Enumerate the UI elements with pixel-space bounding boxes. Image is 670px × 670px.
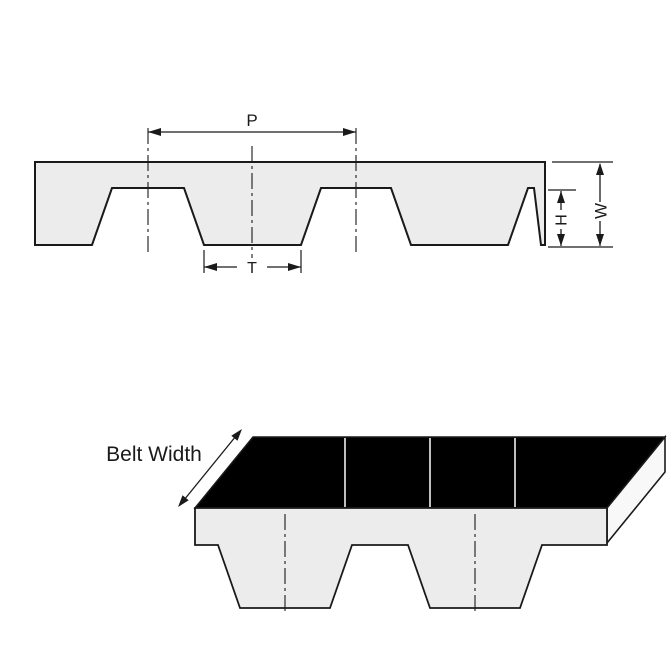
pitch-label: P bbox=[246, 111, 257, 130]
tooth-height-label: H bbox=[554, 214, 571, 226]
belt-front-face bbox=[194, 507, 608, 609]
arrowhead-up-icon bbox=[557, 191, 565, 203]
arrowhead-left-icon bbox=[204, 263, 217, 271]
belt-perspective-view: Belt Width bbox=[106, 429, 667, 614]
belt-width-annotation: Belt Width bbox=[106, 429, 242, 507]
arrowhead-down-icon bbox=[557, 234, 565, 246]
arrowhead-right-icon bbox=[288, 263, 301, 271]
arrowhead-up-icon bbox=[596, 163, 604, 175]
arrowhead-upright-icon bbox=[231, 429, 242, 441]
tooth-width-label: T bbox=[247, 260, 257, 277]
arrowhead-downleft-icon bbox=[178, 495, 189, 507]
dimension-tooth-width: T bbox=[203, 250, 302, 277]
arrowhead-right-icon bbox=[343, 128, 356, 136]
arrowhead-down-icon bbox=[596, 234, 604, 246]
dimension-pitch: P bbox=[148, 111, 356, 136]
belt-profile-shape bbox=[34, 161, 546, 246]
belt-thickness-label: W bbox=[592, 203, 611, 219]
dimension-belt-thickness: W bbox=[548, 161, 613, 248]
belt-width-label: Belt Width bbox=[106, 443, 202, 466]
belt-cross-section: P T H W bbox=[34, 111, 613, 277]
dimension-tooth-height: H bbox=[548, 189, 576, 246]
arrowhead-left-icon bbox=[148, 128, 161, 136]
